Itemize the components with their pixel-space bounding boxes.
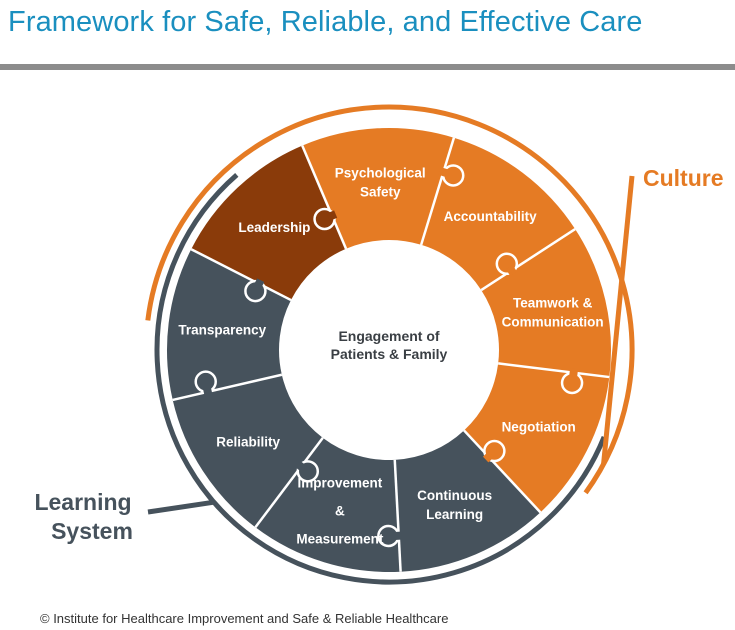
segment-label-improvement-measurement: & <box>335 504 345 519</box>
puzzle-neck <box>569 368 579 378</box>
puzzle-neck <box>295 460 307 473</box>
center-circle <box>280 241 498 459</box>
segment-labels: PsychologicalSafetyAccountabilityTeamwor… <box>178 166 603 547</box>
outer-arcs <box>145 104 635 585</box>
segment-divider <box>254 437 324 529</box>
segment-teamwork-communication <box>481 229 611 378</box>
learning-system-label-line1: Learning <box>34 489 131 515</box>
center-hub: Engagement of Patients & Family <box>331 328 448 362</box>
segment-divider <box>480 228 576 292</box>
page-title: Framework for Safe, Reliable, and Effect… <box>8 6 643 38</box>
segment-leadership <box>191 145 347 301</box>
puzzle-neck <box>253 278 265 290</box>
learning-system-arc <box>154 173 607 585</box>
culture-connector <box>601 175 635 465</box>
segment-label-continuous-learning: Continuous <box>417 488 492 503</box>
puzzle-neck <box>438 167 449 178</box>
segment-label-continuous-learning: Learning <box>426 507 483 522</box>
segment-divider <box>393 459 402 572</box>
segment-divider <box>301 145 348 250</box>
segment-label-leadership: Leadership <box>238 220 310 235</box>
segment-divider <box>419 137 456 246</box>
segment-continuous-learning <box>394 430 541 572</box>
copyright-notice: © Institute for Healthcare Improvement a… <box>40 611 449 626</box>
segment-improvement-measurement <box>255 437 401 572</box>
segment-label-teamwork-communication: Communication <box>502 315 604 330</box>
segment-reliability <box>172 374 323 528</box>
segment-divider <box>498 362 610 379</box>
puzzle-neck <box>202 387 213 397</box>
segment-label-teamwork-communication: Teamwork & <box>513 296 593 311</box>
segment-divider <box>190 248 292 302</box>
learning-system-connector <box>147 499 215 515</box>
puzzle-neck <box>326 210 338 221</box>
segment-divider <box>172 373 283 402</box>
learning-system-label-line2: System <box>51 518 133 544</box>
segment-label-reliability: Reliability <box>216 434 280 449</box>
puzzle-neck <box>505 264 517 277</box>
segment-label-improvement-measurement: Improvement <box>297 476 382 491</box>
segment-label-psychological-safety: Safety <box>360 185 401 200</box>
puzzle-neck <box>394 531 403 540</box>
center-label-line2: Patients & Family <box>331 346 448 362</box>
culture-arc <box>145 104 635 495</box>
puzzle-neck <box>482 451 495 463</box>
segment-divider <box>463 429 542 514</box>
segment-label-improvement-measurement: Measurement <box>296 532 384 547</box>
segment-label-transparency: Transparency <box>178 323 266 338</box>
segment-psychological-safety <box>302 128 454 249</box>
segment-label-accountability: Accountability <box>444 209 538 224</box>
center-label-line1: Engagement of <box>338 328 439 344</box>
segment-label-psychological-safety: Psychological <box>335 166 426 181</box>
puzzle-ring <box>167 128 611 572</box>
title-divider <box>0 64 735 70</box>
segment-label-negotiation: Negotiation <box>502 419 576 434</box>
segment-negotiation <box>464 363 610 513</box>
culture-label: Culture <box>643 165 724 191</box>
